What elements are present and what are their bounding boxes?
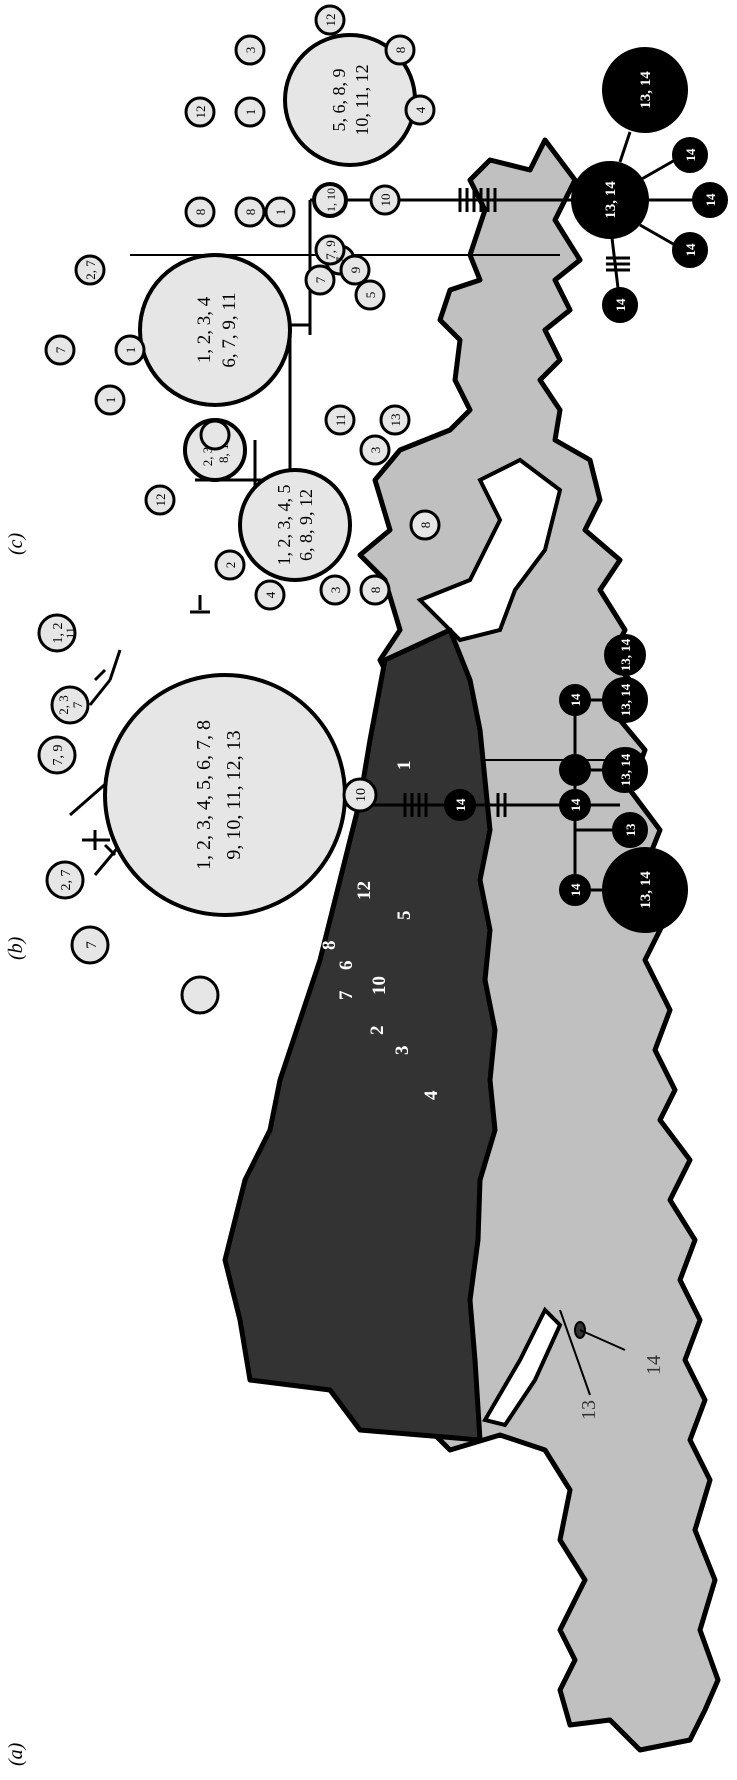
c-n-11a: 11 — [333, 414, 348, 427]
c-n-10: 10 — [378, 194, 393, 207]
b-d13-14-c: 13, 14 — [618, 638, 633, 671]
c-n-7-9: 7, 9 — [323, 240, 338, 260]
site-1: 1 — [394, 761, 415, 771]
sat-1-2-11-l2: 11 — [63, 627, 77, 639]
panel-c-label: (c) — [5, 532, 27, 555]
sat-2-7: 2, 7 — [59, 870, 74, 891]
distribution-range — [222, 627, 498, 1443]
c-d-14c: 14 — [683, 243, 698, 257]
network-c-ticks — [458, 188, 497, 212]
c-g4-l2: 10, 11, 12 — [352, 64, 372, 135]
site-labels: 1 2 3 4 5 6 7 8 9 10 11 12 — [296, 761, 442, 1101]
network-b-dark-nodes — [444, 634, 688, 933]
site-13-pointer — [559, 1309, 591, 1396]
c-n-12c: 12 — [323, 14, 338, 27]
network-b-major-line2: 9, 10, 11, 12, 13 — [223, 730, 245, 859]
site-2: 2 — [367, 1026, 388, 1036]
c-n-1-10: 1, 10 — [324, 188, 338, 212]
c-n-2-7: 2, 7 — [83, 260, 98, 280]
site-12: 12 — [354, 881, 375, 900]
c-n-8c: 8 — [193, 209, 208, 216]
c-n-1c: 1 — [273, 209, 288, 216]
site-5: 5 — [394, 911, 415, 921]
c-n-2: 2 — [223, 562, 238, 569]
b-d13-14-b: 13, 14 — [618, 683, 633, 716]
sat-2-3-7-l2: 7 — [70, 701, 85, 708]
panel-a-map: (a) 1 2 3 4 5 6 7 8 9 10 — [5, 137, 721, 1766]
network-b-major-line1: 1, 2, 3, 4, 5, 6, 7, 8 — [193, 720, 215, 870]
b-d14-b: 14 — [568, 798, 583, 812]
network-c-satellites — [44, 4, 441, 611]
c-g3-l2: 6, 7, 9, 11 — [219, 292, 240, 367]
site-6: 6 — [336, 961, 357, 971]
network-b-satellites — [37, 613, 378, 1015]
c-n-12a: 12 — [153, 494, 168, 507]
sat-10: 10 — [354, 788, 369, 802]
c-d-13-14-b: 13, 14 — [638, 71, 654, 109]
panel-c-network: (c) 1, — [5, 4, 728, 611]
network-b-ticks — [93, 610, 507, 857]
site-9: 9 — [304, 901, 325, 911]
sat-7: 7 — [84, 941, 100, 949]
sat-7-9: 7, 9 — [51, 745, 66, 766]
panel-b-label: (b) — [5, 936, 27, 960]
site-8: 8 — [319, 941, 340, 951]
site-7: 7 — [336, 990, 357, 1000]
c-n-1a: 1 — [123, 347, 138, 354]
c-g1-l1: 1, 2, 3, 4, 5 — [274, 485, 294, 566]
c-n-3a: 3 — [328, 587, 343, 594]
c-n-1d: 1 — [243, 109, 258, 116]
bay — [416, 457, 563, 643]
b-d13-14-big: 13, 14 — [638, 871, 654, 909]
c-n-12b: 12 — [193, 106, 208, 119]
lake — [481, 1306, 563, 1428]
c-n-8a: 8 — [368, 587, 383, 594]
site-14: 14 — [643, 1355, 665, 1375]
c-n-8d: 8 — [243, 209, 258, 216]
c-n-7b: 7 — [333, 256, 348, 263]
b-d13-14-a: 13, 14 — [618, 753, 633, 786]
c-n-8b: 8 — [418, 522, 433, 529]
panel-b-network: (b) — [5, 595, 688, 1015]
c-n-7c: 7 — [313, 276, 328, 283]
network-c-satellite-labels: 12 2 4 3 8 8 13 3 11 1 1 7 2, 7 7 7 5 8 … — [53, 14, 433, 599]
site-4: 4 — [421, 1090, 442, 1100]
panel-a-label: (a) — [5, 1742, 27, 1766]
c-d-13-14-a: 13, 14 — [603, 181, 619, 219]
c-n-4b: 4 — [413, 106, 428, 113]
c-n-1b: 1 — [103, 397, 118, 404]
b-d13: 13 — [623, 823, 638, 837]
c-n-3c: 3 — [243, 47, 258, 54]
site-11: 11 — [296, 932, 317, 950]
c-g1-l2: 6, 8, 9, 12 — [296, 489, 316, 561]
sat-1-2-11-l1: 1, 2 — [51, 623, 66, 644]
c-d-14a: 14 — [683, 148, 698, 162]
site-3: 3 — [392, 1046, 413, 1056]
c-n-8e: 8 — [393, 47, 408, 54]
c-d-14b: 14 — [703, 193, 718, 207]
c-g4-l1: 5, 6, 8, 9 — [329, 69, 349, 132]
site-13: 13 — [578, 1400, 600, 1420]
b-d14-c: 14 — [568, 883, 583, 897]
c-n-7a: 7 — [53, 346, 68, 353]
site-14-pointer — [579, 1329, 626, 1351]
c-n-4a: 4 — [263, 591, 278, 598]
c-n-13: 13 — [388, 414, 403, 427]
c-d-14d: 14 — [613, 298, 628, 312]
site-10: 10 — [369, 976, 390, 995]
c-n-9: 9 — [348, 267, 363, 274]
b-d14-d: 14 — [568, 693, 583, 707]
b-d14-a: 14 — [453, 798, 468, 812]
c-g3-l1: 1, 2, 3, 4 — [194, 296, 215, 363]
c-n-5: 5 — [363, 292, 378, 299]
sat-2-3-7-l1: 2, 3 — [56, 695, 71, 715]
c-n-3b: 3 — [368, 447, 383, 454]
network-c-dark-nodes — [571, 47, 728, 323]
